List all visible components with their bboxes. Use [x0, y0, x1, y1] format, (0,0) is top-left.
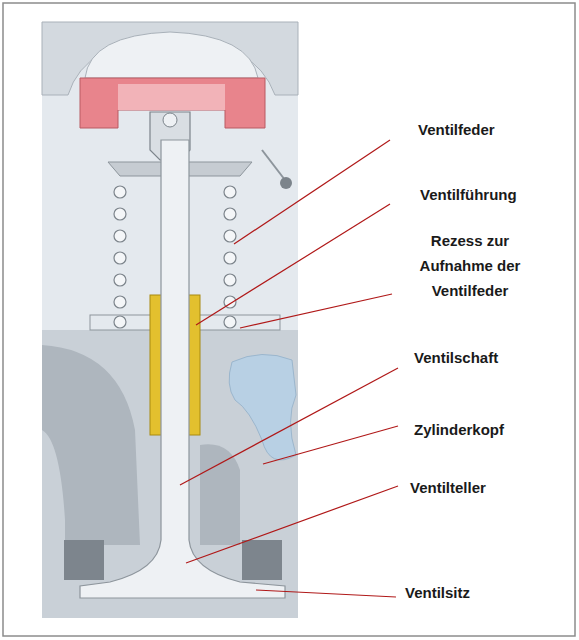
part-label: Ventilschaft: [414, 349, 498, 367]
port: [200, 444, 240, 545]
background-panel: [42, 22, 298, 618]
part-label: Zylinderkopf: [414, 421, 504, 439]
part-label: Ventilteller: [410, 479, 486, 497]
oil-pin-head: [280, 177, 292, 189]
oil-pin: [262, 150, 285, 180]
coolant-passage: [229, 354, 296, 460]
part-label: Ventilsitz: [405, 584, 470, 602]
seat-insert: [64, 540, 104, 580]
part-label: Ventilführung: [420, 186, 517, 204]
valve: [80, 140, 285, 598]
bucket-tappet: [80, 78, 265, 128]
part-label: Ventilfeder: [418, 121, 495, 139]
tappet-inner: [118, 84, 225, 110]
leader-line: [180, 140, 398, 597]
port: [42, 345, 140, 545]
seat-insert: [242, 540, 282, 580]
valve-keepers: [163, 113, 177, 127]
frame: [3, 3, 575, 636]
part-label: Rezess zur Aufnahme der Ventilfeder: [400, 228, 540, 303]
cam-outline: [85, 32, 258, 78]
